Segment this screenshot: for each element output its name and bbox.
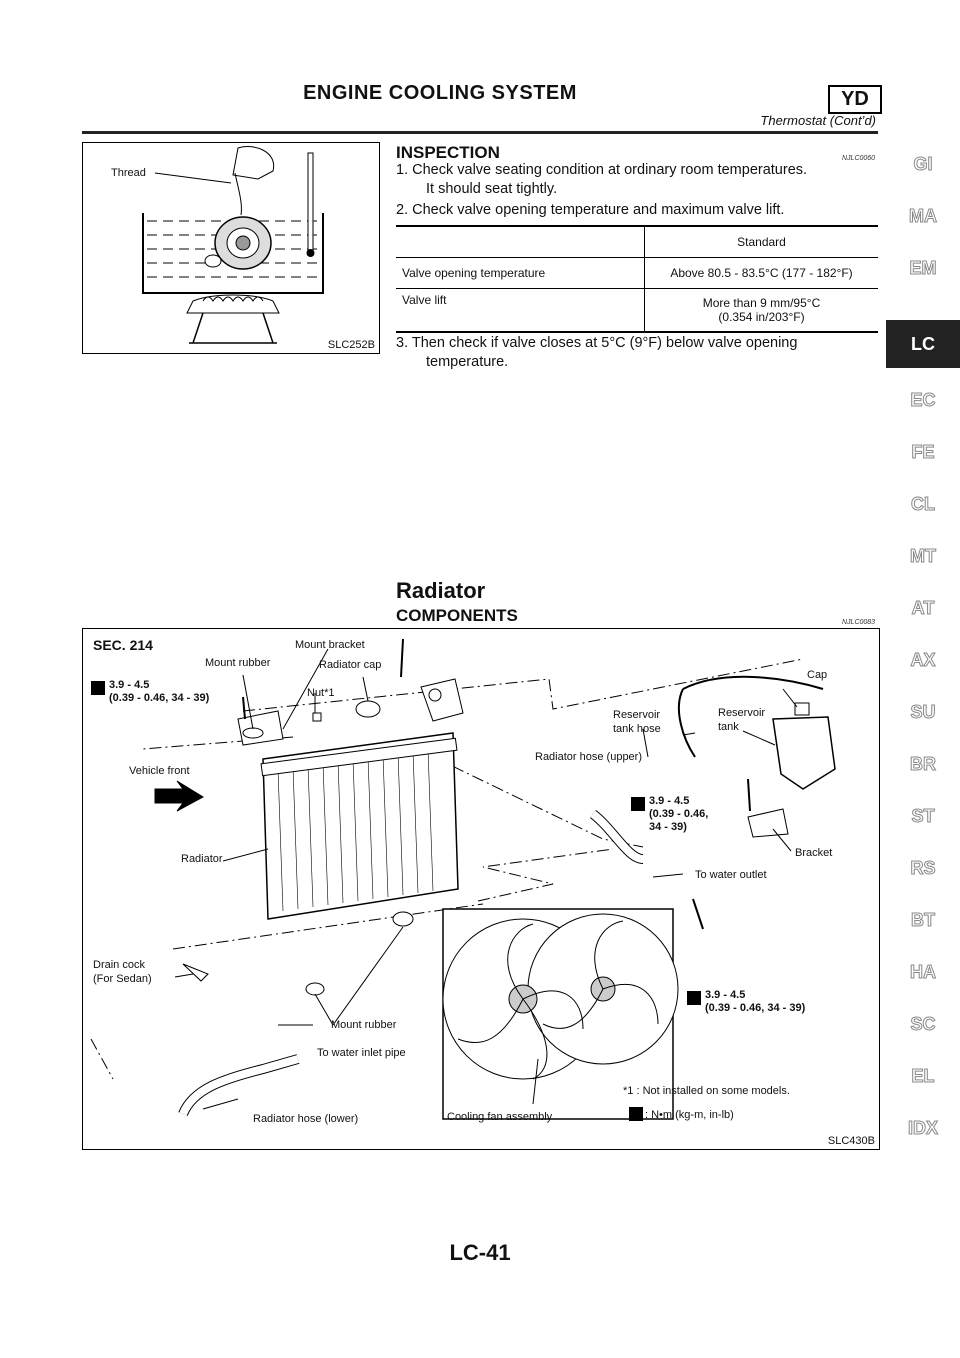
- torque-1-detail: (0.39 - 0.46, 34 - 39): [109, 692, 210, 704]
- tab-cl[interactable]: CL: [911, 494, 936, 515]
- label-unit: : N•m (kg-m, in-lb): [645, 1109, 734, 1121]
- torque-3-detail: (0.39 - 0.46, 34 - 39): [705, 1002, 806, 1014]
- tab-fe[interactable]: FE: [911, 442, 935, 463]
- torque-spec-3: 3.9 - 4.5 (0.39 - 0.46, 34 - 39): [705, 989, 805, 1015]
- tab-rs[interactable]: RS: [910, 858, 936, 879]
- thermostat-illustration: [142, 146, 324, 344]
- label-mount-rubber-top: Mount rubber: [205, 657, 271, 669]
- tab-ha[interactable]: HA: [910, 962, 937, 983]
- label-radiator-hose-upper: Radiator hose (upper): [535, 751, 643, 763]
- tab-st[interactable]: ST: [911, 806, 935, 827]
- tab-mt[interactable]: MT: [910, 546, 937, 567]
- radiator-exploded-diagram: [90, 638, 836, 1121]
- table-row: Valve opening temperature Above 80.5 - 8…: [396, 257, 878, 289]
- torque-icons: [91, 681, 701, 1121]
- torque-spec-2: 3.9 - 4.5 (0.39 - 0.46, 34 - 39): [649, 795, 708, 834]
- figure-code: SLC430B: [827, 1135, 875, 1147]
- label-cooling-fan: Cooling fan assembly: [447, 1111, 553, 1123]
- table-cell-value: More than 9 mm/95°C (0.354 in/203°F): [644, 288, 878, 333]
- label-drain-cock: Drain cock: [93, 959, 145, 971]
- step-1-detail: It should seat tightly.: [426, 181, 558, 197]
- page-header-title: ENGINE COOLING SYSTEM: [303, 82, 577, 104]
- torque-2-value: 3.9 - 4.5: [649, 795, 690, 807]
- tab-bt[interactable]: BT: [911, 910, 936, 931]
- torque-spec-1: 3.9 - 4.5 (0.39 - 0.46, 34 - 39): [109, 679, 209, 705]
- radiator-components-figure: SEC. 214 Mount bracket Mount rubber Radi…: [82, 628, 880, 1150]
- tab-ec[interactable]: EC: [910, 390, 936, 411]
- label-reservoir-tank-2: tank: [718, 721, 739, 733]
- tab-ma[interactable]: MA: [909, 206, 938, 227]
- radiator-heading: Radiator: [396, 578, 486, 603]
- tab-el[interactable]: EL: [911, 1066, 935, 1087]
- valve-lift-value: More than 9 mm/95°C: [702, 296, 821, 310]
- label-reservoir-tank: Reservoir: [718, 707, 766, 719]
- label-to-water-inlet: To water inlet pipe: [317, 1047, 406, 1059]
- tab-ax[interactable]: AX: [910, 650, 936, 671]
- section-number: SEC. 214: [93, 637, 153, 653]
- table-row: Valve lift More than 9 mm/95°C (0.354 in…: [396, 288, 878, 333]
- tab-lc[interactable]: LC: [886, 320, 960, 368]
- table-header-row: Standard: [396, 225, 878, 258]
- figure-code: SLC252B: [327, 339, 375, 351]
- step-1: 1. Check valve seating condition at ordi…: [396, 162, 808, 178]
- label-note: *1 : Not installed on some models.: [623, 1085, 790, 1097]
- valve-lift-value-imperial: (0.354 in/203°F): [718, 310, 805, 324]
- torque-2-detail: (0.39 - 0.46,: [649, 808, 709, 820]
- engine-badge: YD: [828, 85, 882, 114]
- tab-idx[interactable]: IDX: [907, 1118, 938, 1139]
- label-mount-bracket: Mount bracket: [295, 639, 365, 651]
- label-radiator: Radiator: [181, 853, 223, 865]
- inspection-ref: NJLC0060: [842, 155, 876, 162]
- tab-at[interactable]: AT: [911, 598, 935, 619]
- thermostat-inspection-figure: Thread SLC252B: [82, 142, 380, 354]
- components-ref: NJLC0083: [842, 619, 876, 626]
- label-mount-rubber-bottom: Mount rubber: [331, 1019, 397, 1031]
- page-number: LC-41: [449, 1240, 511, 1265]
- label-radiator-hose-lower: Radiator hose (lower): [253, 1113, 359, 1125]
- label-to-water-outlet: To water outlet: [695, 869, 767, 881]
- label-reservoir-tank-hose: Reservoir: [613, 709, 661, 721]
- step-3-detail: temperature.: [426, 354, 509, 370]
- tab-gi[interactable]: GI: [913, 154, 933, 175]
- table-cell-value: Above 80.5 - 83.5°C (177 - 182°F): [644, 257, 878, 289]
- tab-sc[interactable]: SC: [910, 1014, 936, 1035]
- table-header-standard: Standard: [644, 225, 878, 258]
- label-reservoir-tank-hose-2: tank hose: [613, 723, 661, 735]
- label-vehicle-front: Vehicle front: [129, 765, 190, 777]
- label-radiator-cap: Radiator cap: [319, 659, 382, 671]
- tab-em[interactable]: EM: [909, 258, 937, 279]
- valve-spec-table: Standard Valve opening temperature Above…: [396, 225, 878, 333]
- step-3: 3. Then check if valve closes at 5°C (9°…: [396, 335, 798, 351]
- torque-2-detail-2: 34 - 39): [649, 821, 687, 833]
- header-divider: [82, 131, 878, 134]
- inspection-heading: INSPECTION: [396, 143, 500, 162]
- label-nut: Nut*1: [307, 687, 335, 699]
- label-cap: Cap: [807, 669, 828, 681]
- table-cell-label: Valve lift: [396, 288, 645, 333]
- tab-su[interactable]: SU: [910, 702, 936, 723]
- torque-1-value: 3.9 - 4.5: [109, 679, 150, 691]
- components-heading: COMPONENTS: [396, 606, 518, 625]
- label-drain-cock-2: (For Sedan): [93, 973, 152, 985]
- step-2: 2. Check valve opening temperature and m…: [396, 202, 785, 218]
- tab-br[interactable]: BR: [910, 754, 937, 775]
- torque-3-value: 3.9 - 4.5: [705, 989, 746, 1001]
- page-subtitle: Thermostat (Cont’d): [760, 113, 876, 128]
- thread-label: Thread: [111, 167, 146, 179]
- table-cell-label: Valve opening temperature: [396, 257, 645, 289]
- label-bracket: Bracket: [795, 847, 833, 859]
